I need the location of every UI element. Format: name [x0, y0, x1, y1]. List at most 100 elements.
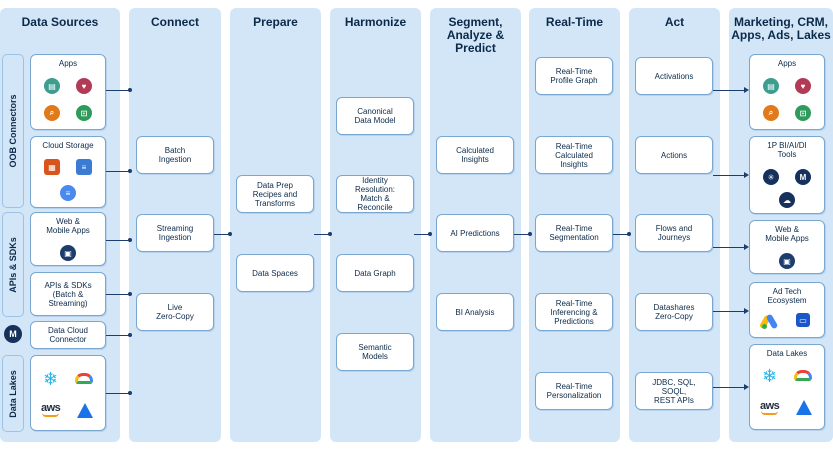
connect-live-zero-copy[interactable]: Live Zero-Copy — [136, 293, 214, 331]
azure-icon — [796, 400, 812, 415]
realtime-calculated-insights[interactable]: Real-Time Calculated Insights — [535, 136, 613, 174]
mobile-app-icon: ▣ — [779, 253, 795, 269]
aws-logo: aws — [760, 400, 780, 415]
act-jdbc-apis[interactable]: JDBC, SQL, SOQL, REST APIs — [635, 372, 713, 410]
connector-line — [106, 393, 130, 394]
chart-icon: ▤ — [763, 78, 779, 94]
doc-icon: ≡ — [76, 159, 92, 175]
azure-icon — [77, 403, 93, 418]
column-title: Connect — [151, 15, 199, 29]
harmonize-canonical[interactable]: Canonical Data Model — [336, 97, 414, 135]
connector-line — [314, 234, 330, 235]
ad-panel-icon: ▭ — [796, 313, 810, 327]
connector-line — [106, 171, 130, 172]
google-cloud-icon — [75, 373, 93, 384]
snowflake-icon: ❄ — [762, 366, 778, 386]
connector-dot — [128, 391, 132, 395]
connector-line — [106, 240, 130, 241]
side-label-apis: APIs & SDKs — [2, 212, 24, 317]
act-actions[interactable]: Actions — [635, 136, 713, 174]
mobile-app-icon: ▣ — [60, 245, 76, 261]
network-icon: ✳ — [763, 169, 779, 185]
target-data-lakes[interactable]: Data Lakes ❄ aws — [749, 344, 825, 430]
cart-icon: ⊡ — [795, 105, 811, 121]
realtime-segmentation[interactable]: Real-Time Segmentation — [535, 214, 613, 252]
act-activations[interactable]: Activations — [635, 57, 713, 95]
connect-batch-ingestion[interactable]: Batch Ingestion — [136, 136, 214, 174]
realtime-personalization[interactable]: Real-Time Personalization — [535, 372, 613, 410]
arrow-head — [744, 87, 749, 93]
search-icon: ⌕ — [44, 105, 60, 121]
connector-dot — [128, 88, 132, 92]
database-icon: ≡ — [60, 185, 76, 201]
target-apps[interactable]: Apps ▤ ♥ ⌕ ⊡ — [749, 54, 825, 130]
harmonize-data-graph[interactable]: Data Graph — [336, 254, 414, 292]
segment-ai-predictions[interactable]: AI Predictions — [436, 214, 514, 252]
connector-dot — [528, 232, 532, 236]
arrow-head — [744, 384, 749, 390]
arrow-head — [744, 172, 749, 178]
harmonize-identity[interactable]: Identity Resolution: Match & Reconcile — [336, 175, 414, 213]
connector-dot — [328, 232, 332, 236]
prepare-data-prep[interactable]: Data Prep Recipes and Transforms — [236, 175, 314, 213]
column-title: Data Sources — [21, 15, 99, 29]
prepare-data-spaces[interactable]: Data Spaces — [236, 254, 314, 292]
column-title: Segment, Analyze & Predict — [446, 15, 505, 55]
realtime-inferencing[interactable]: Real-Time Inferencing & Predictions — [535, 293, 613, 331]
connector-dot — [128, 238, 132, 242]
column-harmonize: Harmonize — [330, 8, 421, 442]
realtime-profile-graph[interactable]: Real-Time Profile Graph — [535, 57, 613, 95]
column-title: Marketing, CRM, Apps, Ads, Lakes — [731, 15, 831, 42]
heart-icon: ♥ — [795, 78, 811, 94]
search-icon: ⌕ — [763, 105, 779, 121]
aws-s3-icon: ▦ — [44, 159, 60, 175]
connector-line — [106, 335, 130, 336]
segment-calculated-insights[interactable]: Calculated Insights — [436, 136, 514, 174]
connector-line — [713, 90, 745, 91]
side-label-oob: OOB Connectors — [2, 54, 24, 208]
source-cloud-storage[interactable]: Cloud Storage ▦ ≡ ≡ — [30, 136, 106, 208]
source-apis-sdks[interactable]: APIs & SDKs (Batch & Streaming) — [30, 272, 106, 316]
connector-line — [713, 311, 745, 312]
connector-dot — [128, 169, 132, 173]
column-title: Real-Time — [545, 15, 604, 29]
target-bi-tools[interactable]: 1P BI/AI/DI Tools ✳ M ☁ — [749, 136, 825, 214]
connector-dot — [627, 232, 631, 236]
connector-dot — [128, 333, 132, 337]
cart-icon: ⊡ — [76, 105, 92, 121]
source-dc-connector[interactable]: Data Cloud Connector — [30, 321, 106, 349]
act-flows-journeys[interactable]: Flows and Journeys — [635, 214, 713, 252]
aws-logo: aws — [41, 402, 61, 417]
column-prepare: Prepare — [230, 8, 321, 442]
connect-streaming-ingestion[interactable]: Streaming Ingestion — [136, 214, 214, 252]
act-datashares[interactable]: Datashares Zero-Copy — [635, 293, 713, 331]
connector-line — [414, 234, 430, 235]
connector-dot — [228, 232, 232, 236]
source-apps[interactable]: Apps ▤ ♥ ⌕ ⊡ — [30, 54, 106, 130]
harmonize-semantic[interactable]: Semantic Models — [336, 333, 414, 371]
source-data-lakes[interactable]: ❄ aws — [30, 355, 106, 431]
target-adtech[interactable]: Ad Tech Ecosystem ▭ — [749, 282, 825, 338]
connector-line — [514, 234, 530, 235]
heart-icon: ♥ — [76, 78, 92, 94]
cloud-icon: ☁ — [779, 192, 795, 208]
side-label-lakes: Data Lakes — [2, 355, 24, 432]
chart-icon: ▤ — [44, 78, 60, 94]
connector-line — [106, 90, 130, 91]
segment-bi-analysis[interactable]: BI Analysis — [436, 293, 514, 331]
source-web-mobile[interactable]: Web & Mobile Apps ▣ — [30, 212, 106, 266]
arrow-head — [744, 244, 749, 250]
google-cloud-icon — [794, 370, 812, 381]
column-title: Prepare — [253, 15, 298, 29]
connector-line — [106, 294, 130, 295]
column-title: Act — [664, 15, 685, 29]
connector-line — [713, 387, 745, 388]
connector-line — [613, 234, 629, 235]
connector-dot — [428, 232, 432, 236]
google-ads-icon — [758, 313, 780, 330]
target-web-mobile[interactable]: Web & Mobile Apps ▣ — [749, 220, 825, 274]
column-title: Harmonize — [344, 15, 407, 29]
mulesoft-icon: M — [4, 325, 22, 343]
connector-line — [713, 175, 745, 176]
mulesoft-icon: M — [795, 169, 811, 185]
